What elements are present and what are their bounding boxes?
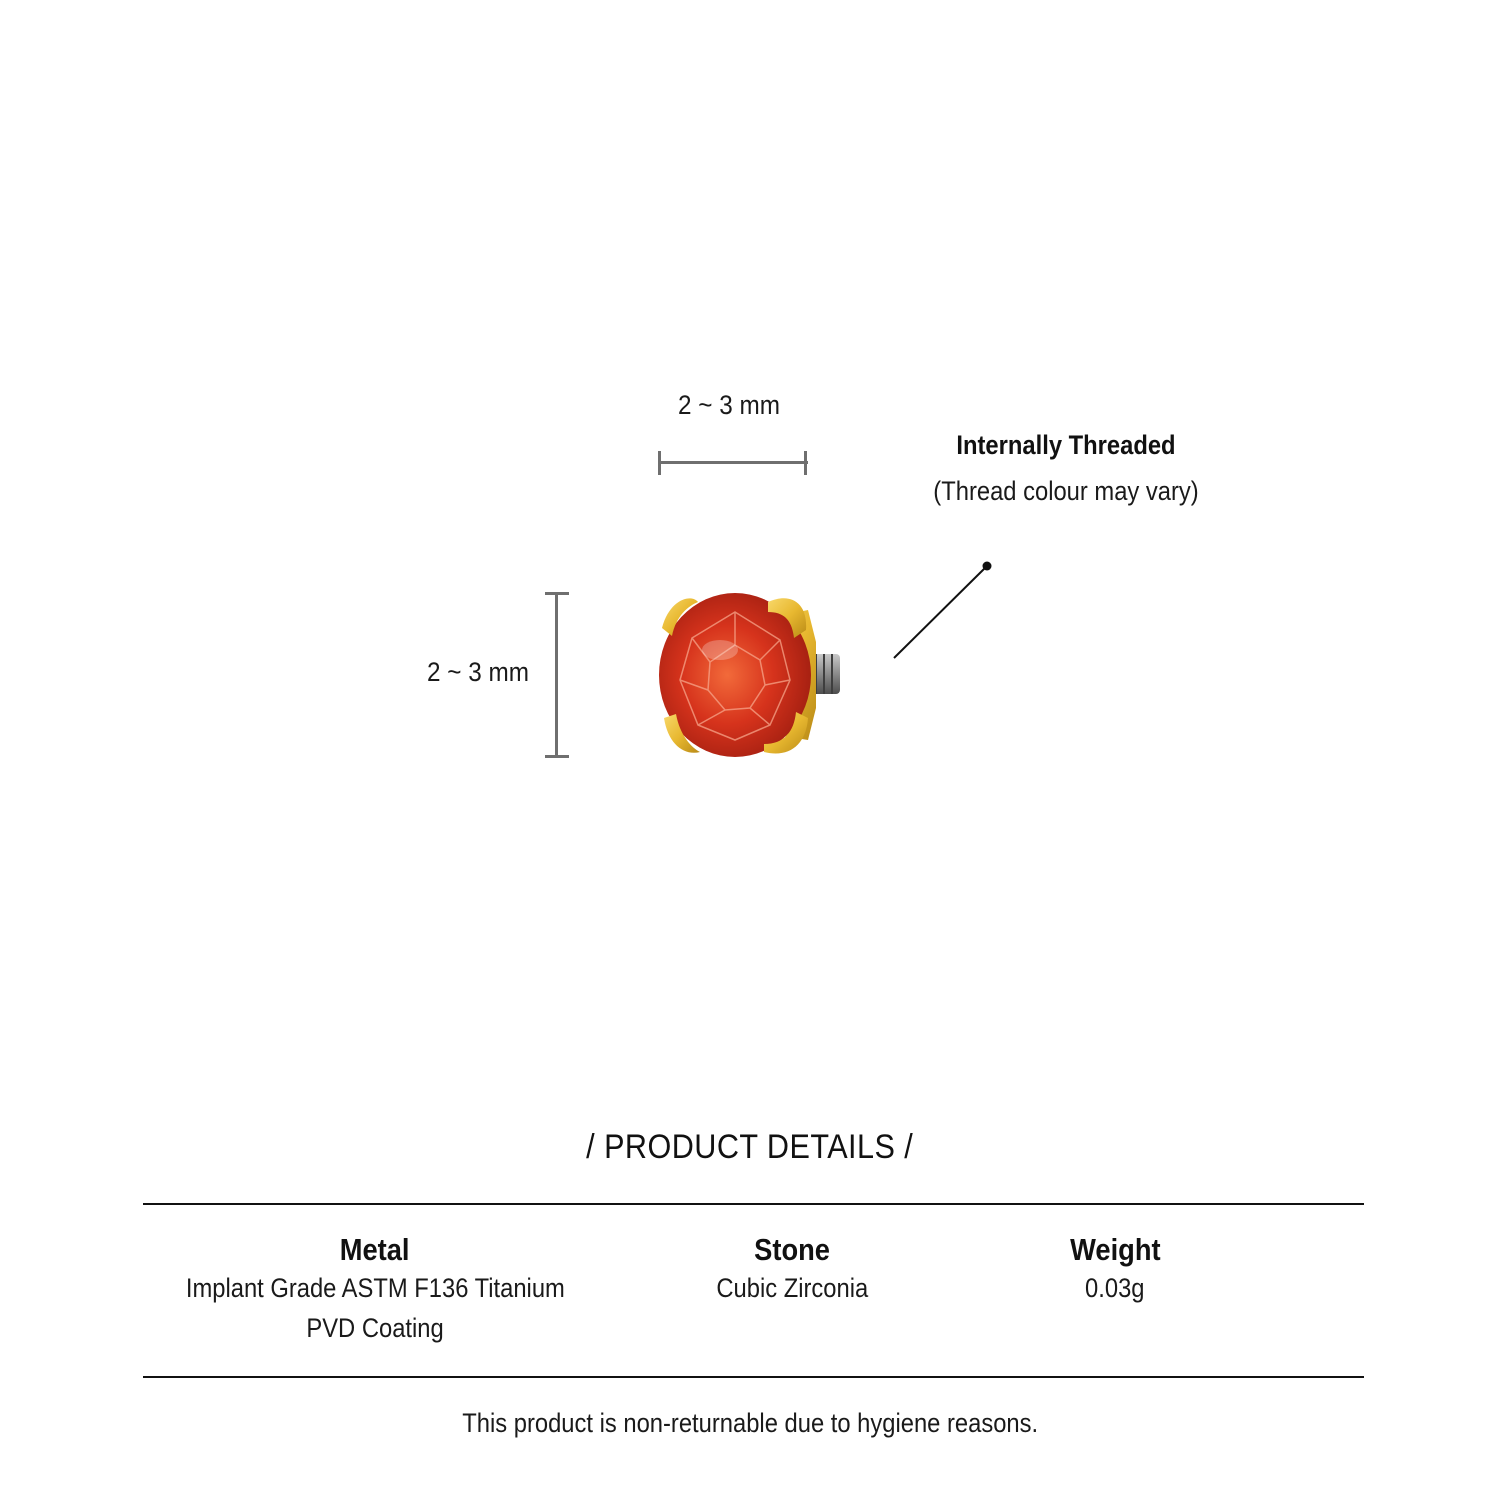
weight-value: 0.03g bbox=[1085, 1273, 1145, 1303]
thread-note-subtitle: (Thread colour may vary) bbox=[933, 476, 1199, 506]
stone-title: Stone bbox=[754, 1232, 830, 1267]
return-policy-note: This product is non-returnable due to hy… bbox=[462, 1408, 1038, 1438]
thread-pointer-line bbox=[888, 556, 998, 664]
weight-title: Weight bbox=[1069, 1232, 1161, 1267]
metal-title: Metal bbox=[340, 1232, 410, 1267]
jewelry-top-image bbox=[640, 580, 860, 770]
height-dimension-label: 2 ~ 3 mm bbox=[427, 657, 529, 687]
details-top-divider bbox=[143, 1203, 1364, 1205]
height-dimension-bar bbox=[545, 592, 569, 758]
product-details-heading: / PRODUCT DETAILS / bbox=[586, 1128, 914, 1166]
width-dimension-bar bbox=[658, 451, 808, 475]
weight-column: Weight 0.03g bbox=[995, 1232, 1235, 1308]
stone-value: Cubic Zirconia bbox=[716, 1273, 868, 1303]
metal-value-line-2: PVD Coating bbox=[306, 1313, 444, 1343]
width-dimension-label: 2 ~ 3 mm bbox=[678, 390, 780, 420]
metal-column: Metal Implant Grade ASTM F136 Titanium P… bbox=[125, 1232, 625, 1348]
thread-note-title: Internally Threaded bbox=[956, 430, 1176, 460]
details-bottom-divider bbox=[143, 1376, 1364, 1378]
metal-value-line-1: Implant Grade ASTM F136 Titanium bbox=[185, 1273, 565, 1303]
stone-column: Stone Cubic Zirconia bbox=[642, 1232, 942, 1308]
